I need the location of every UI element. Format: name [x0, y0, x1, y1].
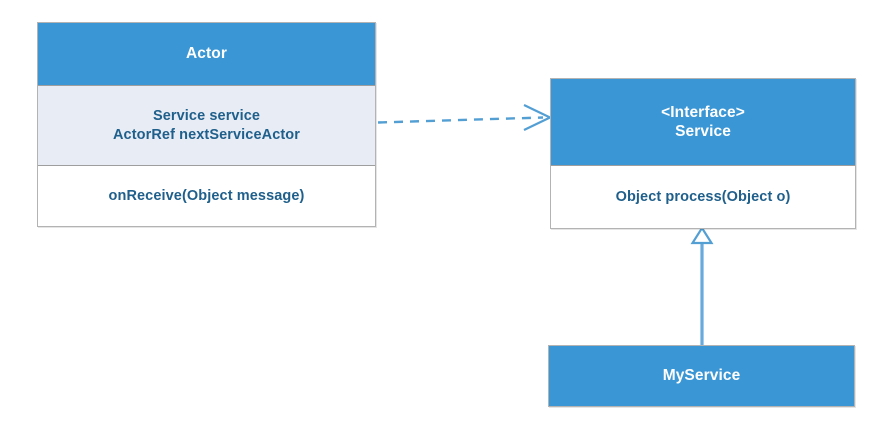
class-name-service: Service [675, 123, 731, 140]
class-name-myservice: MyService [662, 367, 741, 385]
class-header-service: <Interface> Service [551, 79, 855, 165]
attributes-compartment-actor: Service service ActorRef nextServiceActo… [38, 85, 375, 165]
dependency-line [377, 116, 544, 124]
generalization-triangle [690, 225, 714, 245]
class-box-myservice[interactable]: MyService [548, 345, 855, 407]
operations-compartment-service: Object process(Object o) [551, 165, 855, 228]
stereotype-service: <Interface> [661, 103, 745, 121]
dependency-arrowhead [523, 104, 553, 131]
attribute-item: Service service [152, 107, 261, 124]
class-header-actor: Actor [38, 23, 375, 85]
attribute-item: ActorRef nextServiceActor [112, 126, 301, 143]
class-box-actor[interactable]: Actor Service service ActorRef nextServi… [37, 22, 376, 227]
dependency-arrow-actor-to-service [377, 104, 553, 131]
class-name-actor: Actor [186, 45, 227, 63]
operation-item: Object process(Object o) [615, 188, 791, 205]
class-header-myservice: MyService [549, 346, 854, 406]
class-box-service[interactable]: <Interface> Service Object process(Objec… [550, 78, 856, 229]
operations-compartment-actor: onReceive(Object message) [38, 165, 375, 226]
operation-item: onReceive(Object message) [108, 187, 305, 204]
generalization-arrow-myservice-to-service [690, 225, 714, 345]
